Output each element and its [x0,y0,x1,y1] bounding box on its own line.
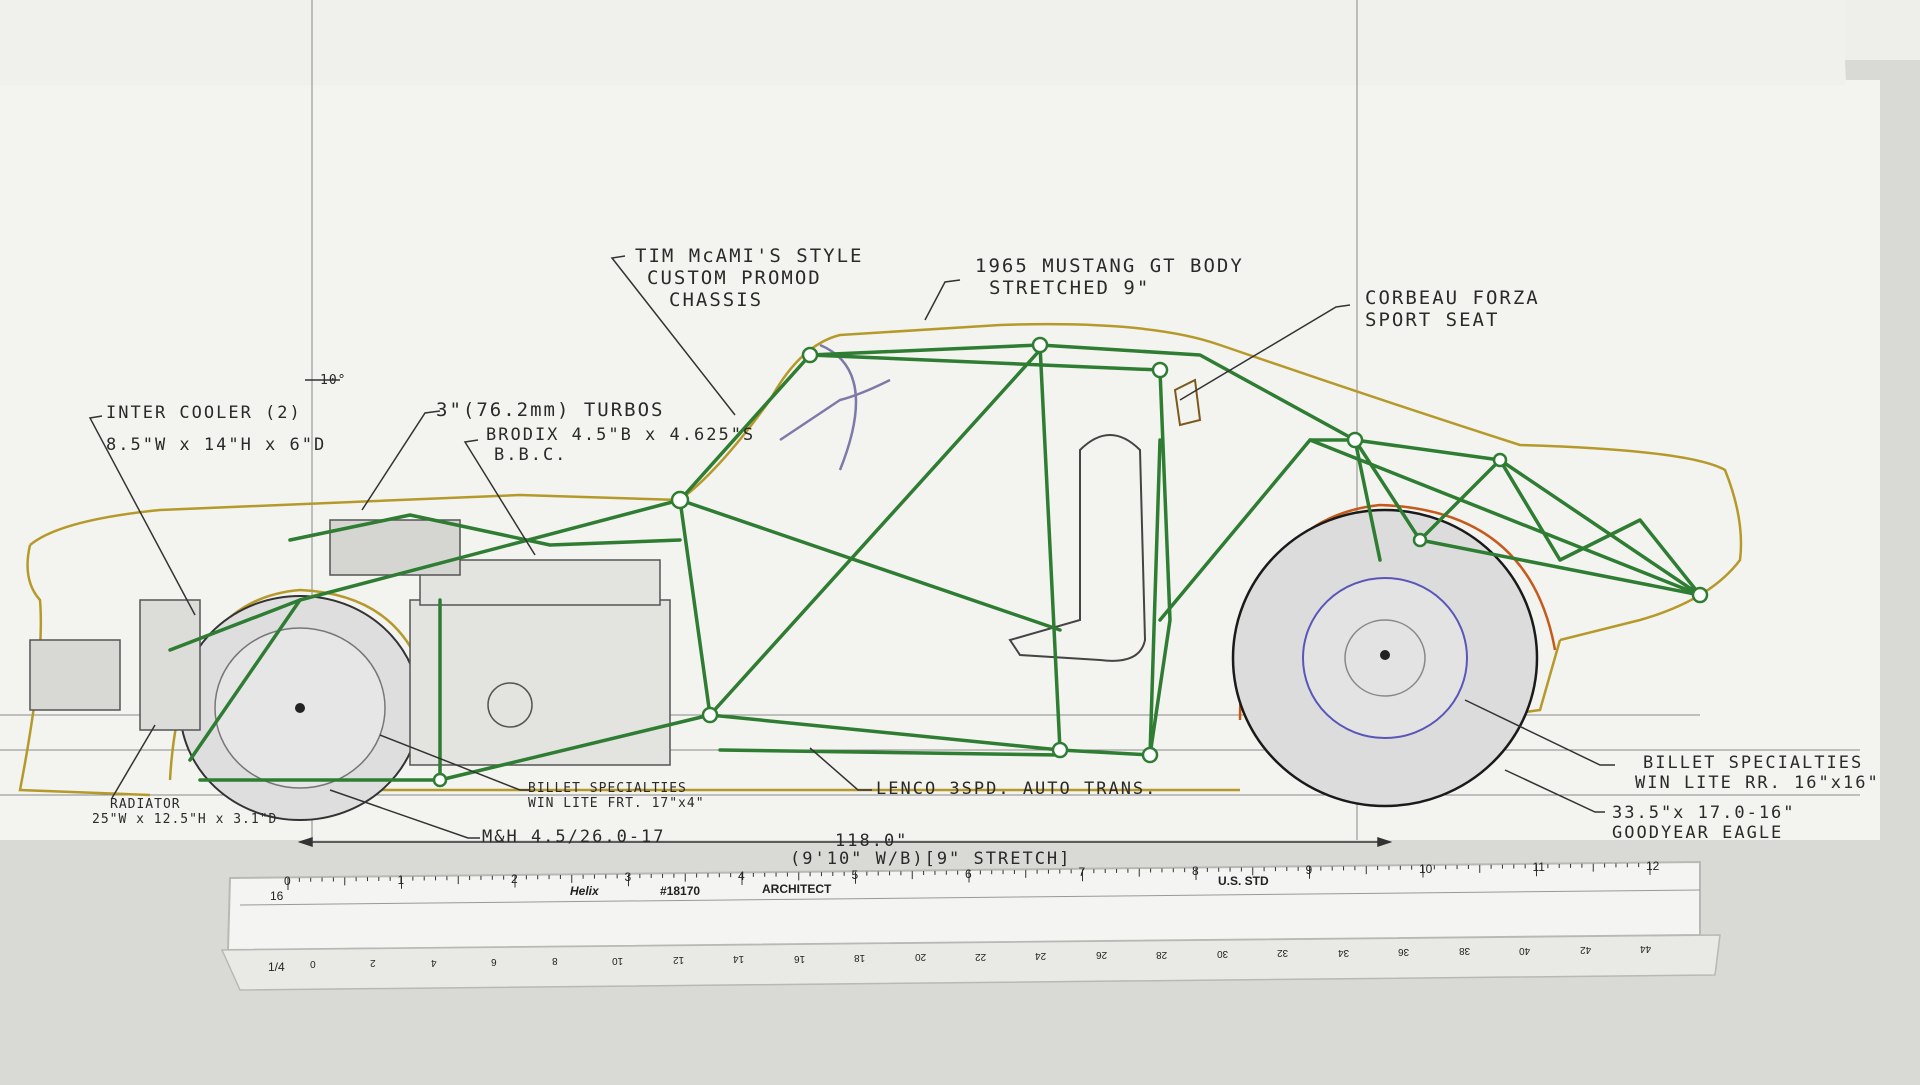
wheelbase-label-2: (9'10" W/B)[9" STRETCH] [790,849,1072,869]
ruler-ticks [287,863,1651,890]
ruler-bottom-number: 22 [975,950,987,962]
ruler-model: #18170 [660,884,701,898]
front-tire [179,595,421,821]
leader-lines [88,255,1615,839]
ruler-top-number: 11 [1532,860,1545,875]
engine-line-2: B.B.C. [494,444,568,465]
chassis-label: TIM McAMI'S STYLE CUSTOM PROMOD CHASSIS [635,245,864,312]
ruler-top-number: 0 [284,874,291,888]
seat-line-2: SPORT SEAT [1365,308,1500,331]
rear-wheel-line-1: BILLET SPECIALTIES [1643,753,1864,773]
transmission-label: LENCO 3SPD. AUTO TRANS. [876,779,1158,799]
rear-wheel-label: BILLET SPECIALTIES WIN LITE RR. 16"x16" [1635,753,1880,793]
ruler-top-left: 16 [270,889,284,903]
radiator-label: RADIATOR 25"W x 12.5"H x 3.1"D [92,797,277,828]
chassis-line-3: CHASSIS [669,288,764,311]
ruler-bottom-number: 12 [672,954,684,965]
front-wheel-line-2: WIN LITE FRT. 17"x4" [528,795,705,811]
ruler-top-number: 3 [624,870,632,885]
front-wheel-label: BILLET SPECIALTIES WIN LITE FRT. 17"x4" [528,781,705,812]
ruler-top-number: 5 [851,867,859,882]
engine-line-1: BRODIX 4.5"B x 4.625"S [486,425,756,445]
engine-label: BRODIX 4.5"B x 4.625"S B.B.C. [486,425,756,465]
ruler-bottom-left: 1/4 [268,960,285,974]
ruler-bottom-number: 40 [1519,944,1531,956]
ruler-top-number: 6 [965,866,972,881]
ruler-bottom-number: 36 [1398,946,1410,958]
body-line-1: 1965 MUSTANG GT BODY [975,255,1244,277]
ruler-bottom-number: 24 [1035,950,1047,962]
ruler-top-number: 1 [397,872,405,887]
radiator-line-2: 25"W x 12.5"H x 3.1"D [92,811,278,827]
ruler-bottom-number: 20 [914,951,926,963]
ruler-bottom-number: 18 [854,952,866,963]
ruler-bottom-number: 0 [310,958,316,969]
body-label: 1965 MUSTANG GT BODY STRETCHED 9" [975,255,1244,300]
seat-label: CORBEAU FORZA SPORT SEAT [1365,287,1540,332]
ruler-bottom-number: 16 [793,952,805,964]
engine-sketch [29,519,671,766]
seat-line-1: CORBEAU FORZA [1365,287,1540,309]
radiator-line-1: RADIATOR [110,797,181,812]
rear-tire-line-1: 33.5"x 17.0-16" [1612,803,1796,823]
body-line-2: STRETCHED 9" [989,276,1151,299]
ruler-bottom-number: 8 [551,955,558,967]
ruler-bottom-number: 6 [491,956,497,967]
ruler-bottom-number: 4 [430,956,437,968]
ruler-top-number: 4 [738,869,745,883]
ruler-bottom-number: 38 [1458,945,1470,957]
intercooler-line-1: INTER COOLER (2) [106,403,302,423]
ruler-bottom-number: 32 [1277,947,1289,959]
ruler-bottom-number: 10 [612,954,624,966]
ruler-top-number: 10 [1419,861,1433,876]
ruler-type: ARCHITECT [762,882,832,896]
ruler-bottom-number: 26 [1095,949,1108,961]
chassis-joints [432,336,1709,788]
ruler-top-number: 2 [511,871,518,886]
rear-tire-line-2: GOODYEAR EAGLE [1612,822,1784,843]
ruler-bottom-number: 28 [1156,948,1168,960]
rear-tire [1231,508,1539,808]
chassis-line-2: CUSTOM PROMOD [647,266,822,289]
paper-top-strip [0,0,1845,85]
front-tire-label: M&H 4.5/26.0-17 [482,827,666,847]
ruler-top-number: 8 [1192,864,1199,878]
ruler-standard: U.S. STD [1218,874,1269,888]
ruler-bottom-number: 2 [370,957,377,969]
intercooler-line-2: 8.5"W x 14"H x 6"D [106,434,327,455]
rear-wheel-line-2: WIN LITE RR. 16"x16" [1635,772,1880,793]
chassis-line-1: TIM McAMI'S STYLE [635,245,864,267]
wheelbase-label-1: 118.0" [835,831,909,851]
ruler-top-number: 7 [1078,865,1086,880]
ruler-top-number: 12 [1646,859,1660,874]
ruler-bottom-number: 34 [1337,946,1349,958]
ruler-bottom-number: 30 [1216,948,1228,960]
front-wheel-line-1: BILLET SPECIALTIES [528,781,687,796]
ruler-bottom-number: 44 [1640,943,1652,955]
wheelbase-dimension [297,836,1393,848]
ruler-top-number: 9 [1305,862,1313,877]
intercooler-label: INTER COOLER (2) 8.5"W x 14"H x 6"D [106,403,327,455]
seat-sketch [1008,378,1202,662]
scale-ruler [220,860,1721,991]
ruler-bottom-number: 14 [733,953,745,965]
rear-tire-label: 33.5"x 17.0-16" GOODYEAR EAGLE [1612,803,1796,843]
angle-label: 10° [320,373,347,388]
turbos-label: 3"(76.2mm) TURBOS [436,399,665,421]
ruler-brand: Helix [570,884,599,898]
ruler-bottom-number: 42 [1579,944,1591,956]
